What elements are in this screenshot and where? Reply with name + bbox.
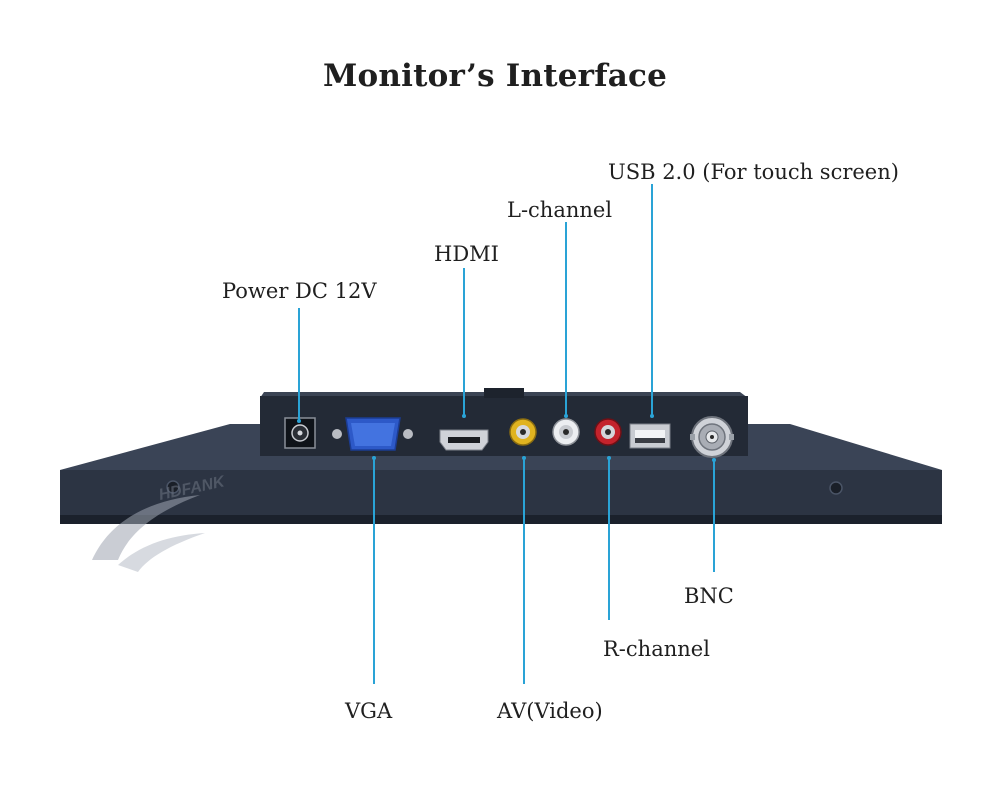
leader-line-lch xyxy=(565,222,567,416)
leader-line-rch xyxy=(608,458,610,620)
leader-line-hdmi xyxy=(463,268,465,416)
leader-line-vga xyxy=(373,458,375,684)
rca-yellow-icon xyxy=(509,418,537,446)
page-title: Monitor’s Interface xyxy=(322,58,668,94)
hdmi-port-icon xyxy=(439,429,489,451)
leader-line-power xyxy=(298,308,300,420)
label-power-dc: Power DC 12V xyxy=(222,279,377,303)
leader-dot-rch xyxy=(607,456,611,460)
label-vga: VGA xyxy=(345,699,393,723)
monitor-frame-shadow xyxy=(60,515,942,524)
interface-box xyxy=(260,396,748,456)
label-r-channel: R-channel xyxy=(603,637,710,661)
leader-line-bnc xyxy=(713,460,715,572)
label-usb: USB 2.0 (For touch screen) xyxy=(608,160,899,184)
leader-line-usb xyxy=(651,184,653,416)
leader-dot-hdmi xyxy=(462,414,466,418)
leader-dot-usb xyxy=(650,414,654,418)
rca-red-icon xyxy=(594,418,622,446)
bnc-port-icon xyxy=(690,416,734,458)
vga-port-icon xyxy=(332,417,413,451)
dc-jack-icon xyxy=(284,417,316,449)
leader-dot-bnc xyxy=(712,458,716,462)
label-l-channel: L-channel xyxy=(507,198,613,222)
leader-dot-vga xyxy=(372,456,376,460)
label-av-video: AV(Video) xyxy=(497,699,603,723)
screw-icon xyxy=(829,481,843,495)
screw-icon xyxy=(166,480,180,494)
usb-port-icon xyxy=(629,423,671,449)
monitor-frame xyxy=(60,470,942,522)
leader-dot-lch xyxy=(564,414,568,418)
leader-line-av xyxy=(523,458,525,684)
leader-dot-power xyxy=(297,419,301,423)
interface-box-tab xyxy=(484,388,524,398)
rca-white-icon xyxy=(552,418,580,446)
label-bnc: BNC xyxy=(684,584,734,608)
label-hdmi: HDMI xyxy=(434,242,499,266)
leader-dot-av xyxy=(522,456,526,460)
